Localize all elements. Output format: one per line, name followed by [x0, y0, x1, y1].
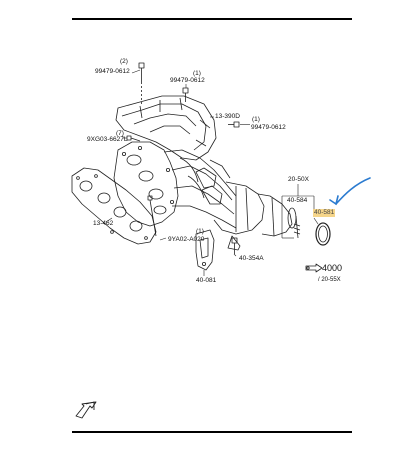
ring-gasket-icon — [315, 222, 331, 246]
label-ring-gasket: 40-581 — [313, 209, 336, 217]
label-group: 20-50X — [288, 176, 309, 183]
catalytic-converter-icon — [213, 181, 297, 251]
front-arrow-icon — [75, 401, 97, 419]
heat-shield-icon — [115, 95, 217, 161]
bolt-top-left-icon — [138, 62, 145, 104]
top-rule — [72, 18, 352, 20]
nut-icon — [231, 237, 238, 254]
label-bolt-top-mid: 99479-0612 — [170, 77, 205, 84]
label-nut: 40-354A — [239, 255, 264, 262]
label-stud-spring: 40-584 — [287, 197, 308, 204]
label-bolt-right: 99479-0612 — [251, 124, 286, 131]
manifold-runners-icon — [163, 149, 237, 229]
manifold-flange-icon — [113, 141, 179, 227]
ref-arrow-icon — [305, 263, 323, 273]
label-ref-small: / 20-55X — [318, 277, 341, 283]
label-bolt-top-mid-qty: (1) — [193, 70, 201, 77]
bracket-icon — [195, 229, 215, 271]
label-bracket-bolt: 9YA02-A020 — [168, 236, 205, 243]
label-bolt-top-left: 99479-0612 — [95, 68, 130, 75]
label-bolt-top-left-qty: (2) — [120, 58, 128, 65]
stud-icon — [126, 135, 141, 142]
bottom-rule — [72, 431, 352, 433]
stud-spring-icon — [293, 215, 301, 239]
gasket-icon — [71, 167, 157, 245]
label-stud: 9XG03-6627L — [87, 136, 128, 143]
bolt-right-icon — [228, 121, 240, 128]
label-bracket-bolt-qty: (1) — [196, 228, 204, 235]
label-gasket: 13-462 — [93, 220, 114, 227]
label-stud-qty: (7) — [116, 130, 124, 137]
annotation-arrow-icon — [329, 177, 371, 206]
leader-lines — [105, 69, 319, 276]
label-bolt-right-qty: (1) — [252, 116, 260, 123]
label-bracket: 40-081 — [196, 277, 217, 284]
bracket-bolt-icon — [147, 195, 157, 237]
bolt-top-mid-icon — [182, 87, 189, 102]
label-ref-big: 4000 — [322, 263, 343, 273]
label-shield: 13-390D — [215, 113, 240, 120]
